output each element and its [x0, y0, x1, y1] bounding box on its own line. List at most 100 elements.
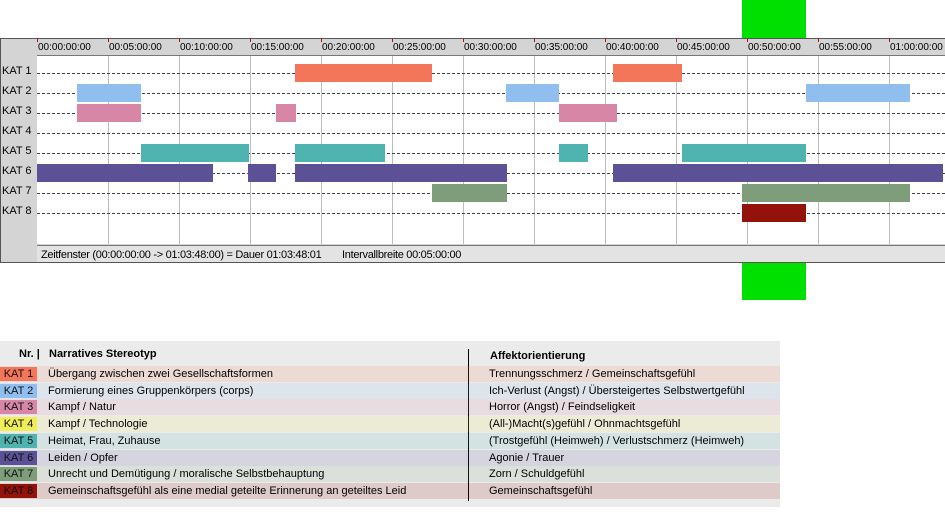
category-badge: KAT 1: [0, 367, 37, 381]
tick-mark: [747, 39, 748, 42]
legend-affekt: (Trostgefühl (Heimweh) / Verlustschmerz …: [489, 434, 745, 447]
timeline-segment[interactable]: [295, 144, 385, 162]
tick-label: 00:35:00:00: [535, 42, 588, 53]
timeline-segment[interactable]: [295, 164, 507, 182]
legend-affekt: Gemeinschaftsgefühl: [489, 484, 593, 497]
time-gridline: [392, 56, 393, 244]
timeline-segment[interactable]: [742, 204, 806, 222]
timeline-segment[interactable]: [559, 144, 588, 162]
tick-label: 00:10:00:00: [180, 42, 233, 53]
playhead-marker-top[interactable]: [742, 0, 806, 38]
tick-label: 00:55:00:00: [819, 42, 872, 53]
time-gridline: [534, 56, 535, 244]
timeline-border: [0, 38, 1, 263]
timeline-segment[interactable]: [506, 84, 559, 102]
time-gridline: [463, 56, 464, 244]
legend-stereotyp: Kampf / Natur: [48, 401, 116, 414]
playhead-marker-bottom[interactable]: [742, 263, 806, 300]
timeline-segment[interactable]: [37, 164, 213, 182]
category-row-line: [37, 133, 945, 134]
category-row-line: [37, 93, 945, 94]
time-gridline: [818, 56, 819, 244]
legend-stereotyp: Übergang zwischen zwei Gesellschaftsform…: [48, 368, 273, 380]
legend-affekt: Trennungsschmerz / Gemeinschaftsgefühl: [489, 368, 696, 380]
tick-label: 00:40:00:00: [606, 42, 659, 53]
category-badge: KAT 3: [0, 400, 37, 415]
legend-row: KAT 6 Leiden / Opfer Agonie / Trauer: [0, 449, 780, 466]
category-label: KAT 8: [2, 205, 32, 217]
timeline-plot-area[interactable]: [37, 55, 945, 244]
category-badge: KAT 7: [0, 467, 37, 482]
tick-label: 01:00:00:00: [890, 42, 943, 53]
category-label: KAT 2: [2, 85, 32, 97]
tick-mark: [108, 39, 109, 42]
legend-header-nr: Nr. |: [19, 348, 40, 360]
timeline-segment[interactable]: [559, 104, 617, 122]
category-badge: KAT 5: [0, 433, 37, 448]
legend-affekt: Ich-Verlust (Angst) / Übersteigertes Sel…: [489, 384, 745, 397]
time-gridline: [250, 56, 251, 244]
tick-label: 00:15:00:00: [251, 42, 304, 53]
legend-affekt: Horror (Angst) / Feindseligkeit: [489, 401, 636, 414]
timeline-segment[interactable]: [806, 84, 910, 102]
category-row-line: [37, 73, 945, 74]
legend-affekt: Agonie / Trauer: [489, 451, 565, 464]
timeline-segment[interactable]: [248, 164, 276, 182]
tick-mark: [250, 39, 251, 42]
legend-header-affekt: Affektorientierung: [490, 350, 586, 362]
category-label: KAT 3: [2, 105, 32, 117]
category-badge: KAT 4: [0, 417, 37, 432]
category-badge: KAT 2: [0, 383, 37, 398]
timeline-segment[interactable]: [295, 64, 432, 82]
legend-stereotyp: Gemeinschaftsgefühl als eine medial gete…: [48, 484, 407, 497]
timeline-segment[interactable]: [613, 64, 682, 82]
category-label: KAT 6: [2, 165, 32, 177]
timeline-segment[interactable]: [77, 104, 141, 122]
legend-affekt: Zorn / Schuldgefühl: [489, 468, 585, 481]
time-ruler[interactable]: 00:00:00:00 00:05:00:00 00:10:00:00 00:15:0…: [37, 39, 945, 55]
timeline-segment[interactable]: [742, 184, 910, 202]
tick-mark: [179, 39, 180, 42]
tick-label: 00:30:00:00: [464, 42, 517, 53]
tick-label: 00:20:00:00: [322, 42, 375, 53]
legend-affekt: (All-)Macht(s)gefühl / Ohnmachtsgefühl: [489, 418, 681, 431]
timeline-border: [0, 38, 945, 39]
legend-stereotyp: Leiden / Opfer: [48, 451, 118, 464]
tick-label: 00:45:00:00: [677, 42, 730, 53]
legend-header-stereotyp: Narratives Stereotyp: [49, 348, 157, 360]
tick-mark: [37, 39, 38, 42]
tick-mark: [463, 39, 464, 42]
timeline-segment[interactable]: [77, 84, 141, 102]
timeline-segment[interactable]: [682, 144, 806, 162]
timeline-segment[interactable]: [432, 184, 507, 202]
time-gridline: [889, 56, 890, 244]
category-label: KAT 7: [2, 185, 32, 197]
timeline-status-bar: Zeitfenster (00:00:00:00 -> 01:03:48:00)…: [37, 245, 945, 263]
timeline-segment[interactable]: [613, 164, 943, 182]
legend-stereotyp: Formierung eines Gruppenkörpers (corps): [48, 384, 254, 397]
category-label: KAT 4: [2, 125, 32, 137]
category-badge: KAT 6: [0, 450, 37, 465]
legend-stereotyp: Unrecht und Demütigung / moralische Selb…: [48, 468, 325, 481]
timeline-segment[interactable]: [276, 104, 296, 122]
legend-row: KAT 2 Formierung eines Gruppenkörpers (co…: [0, 382, 780, 399]
legend-row: KAT 4 Kampf / Technologie (All-)Macht(s)ge…: [0, 416, 780, 433]
legend-stereotyp: Kampf / Technologie: [48, 418, 148, 431]
interval-width-status: Intervallbreite 00:05:00:00: [342, 249, 462, 261]
category-legend-table: Nr. | Narratives Stereotyp Affektorienti…: [0, 341, 780, 507]
legend-row: KAT 1 Übergang zwischen zwei Gesellschaft…: [0, 366, 780, 382]
tick-label: 00:25:00:00: [393, 42, 446, 53]
legend-row: KAT 3 Kampf / Natur Horror (Angst) / Feind…: [0, 399, 780, 416]
timeline-segment[interactable]: [141, 144, 249, 162]
tick-mark: [818, 39, 819, 42]
time-gridline: [108, 56, 109, 244]
tick-label: 00:00:00:00: [38, 42, 91, 53]
legend-row: KAT 5 Heimat, Frau, Zuhause (Trostgefühl (…: [0, 432, 780, 449]
legend-stereotyp: Heimat, Frau, Zuhause: [48, 434, 161, 447]
tick-label: 00:05:00:00: [109, 42, 162, 53]
time-gridline: [676, 56, 677, 244]
tick-label: 00:50:00:00: [748, 42, 801, 53]
tick-mark: [676, 39, 677, 42]
legend-column-divider: [468, 349, 469, 501]
